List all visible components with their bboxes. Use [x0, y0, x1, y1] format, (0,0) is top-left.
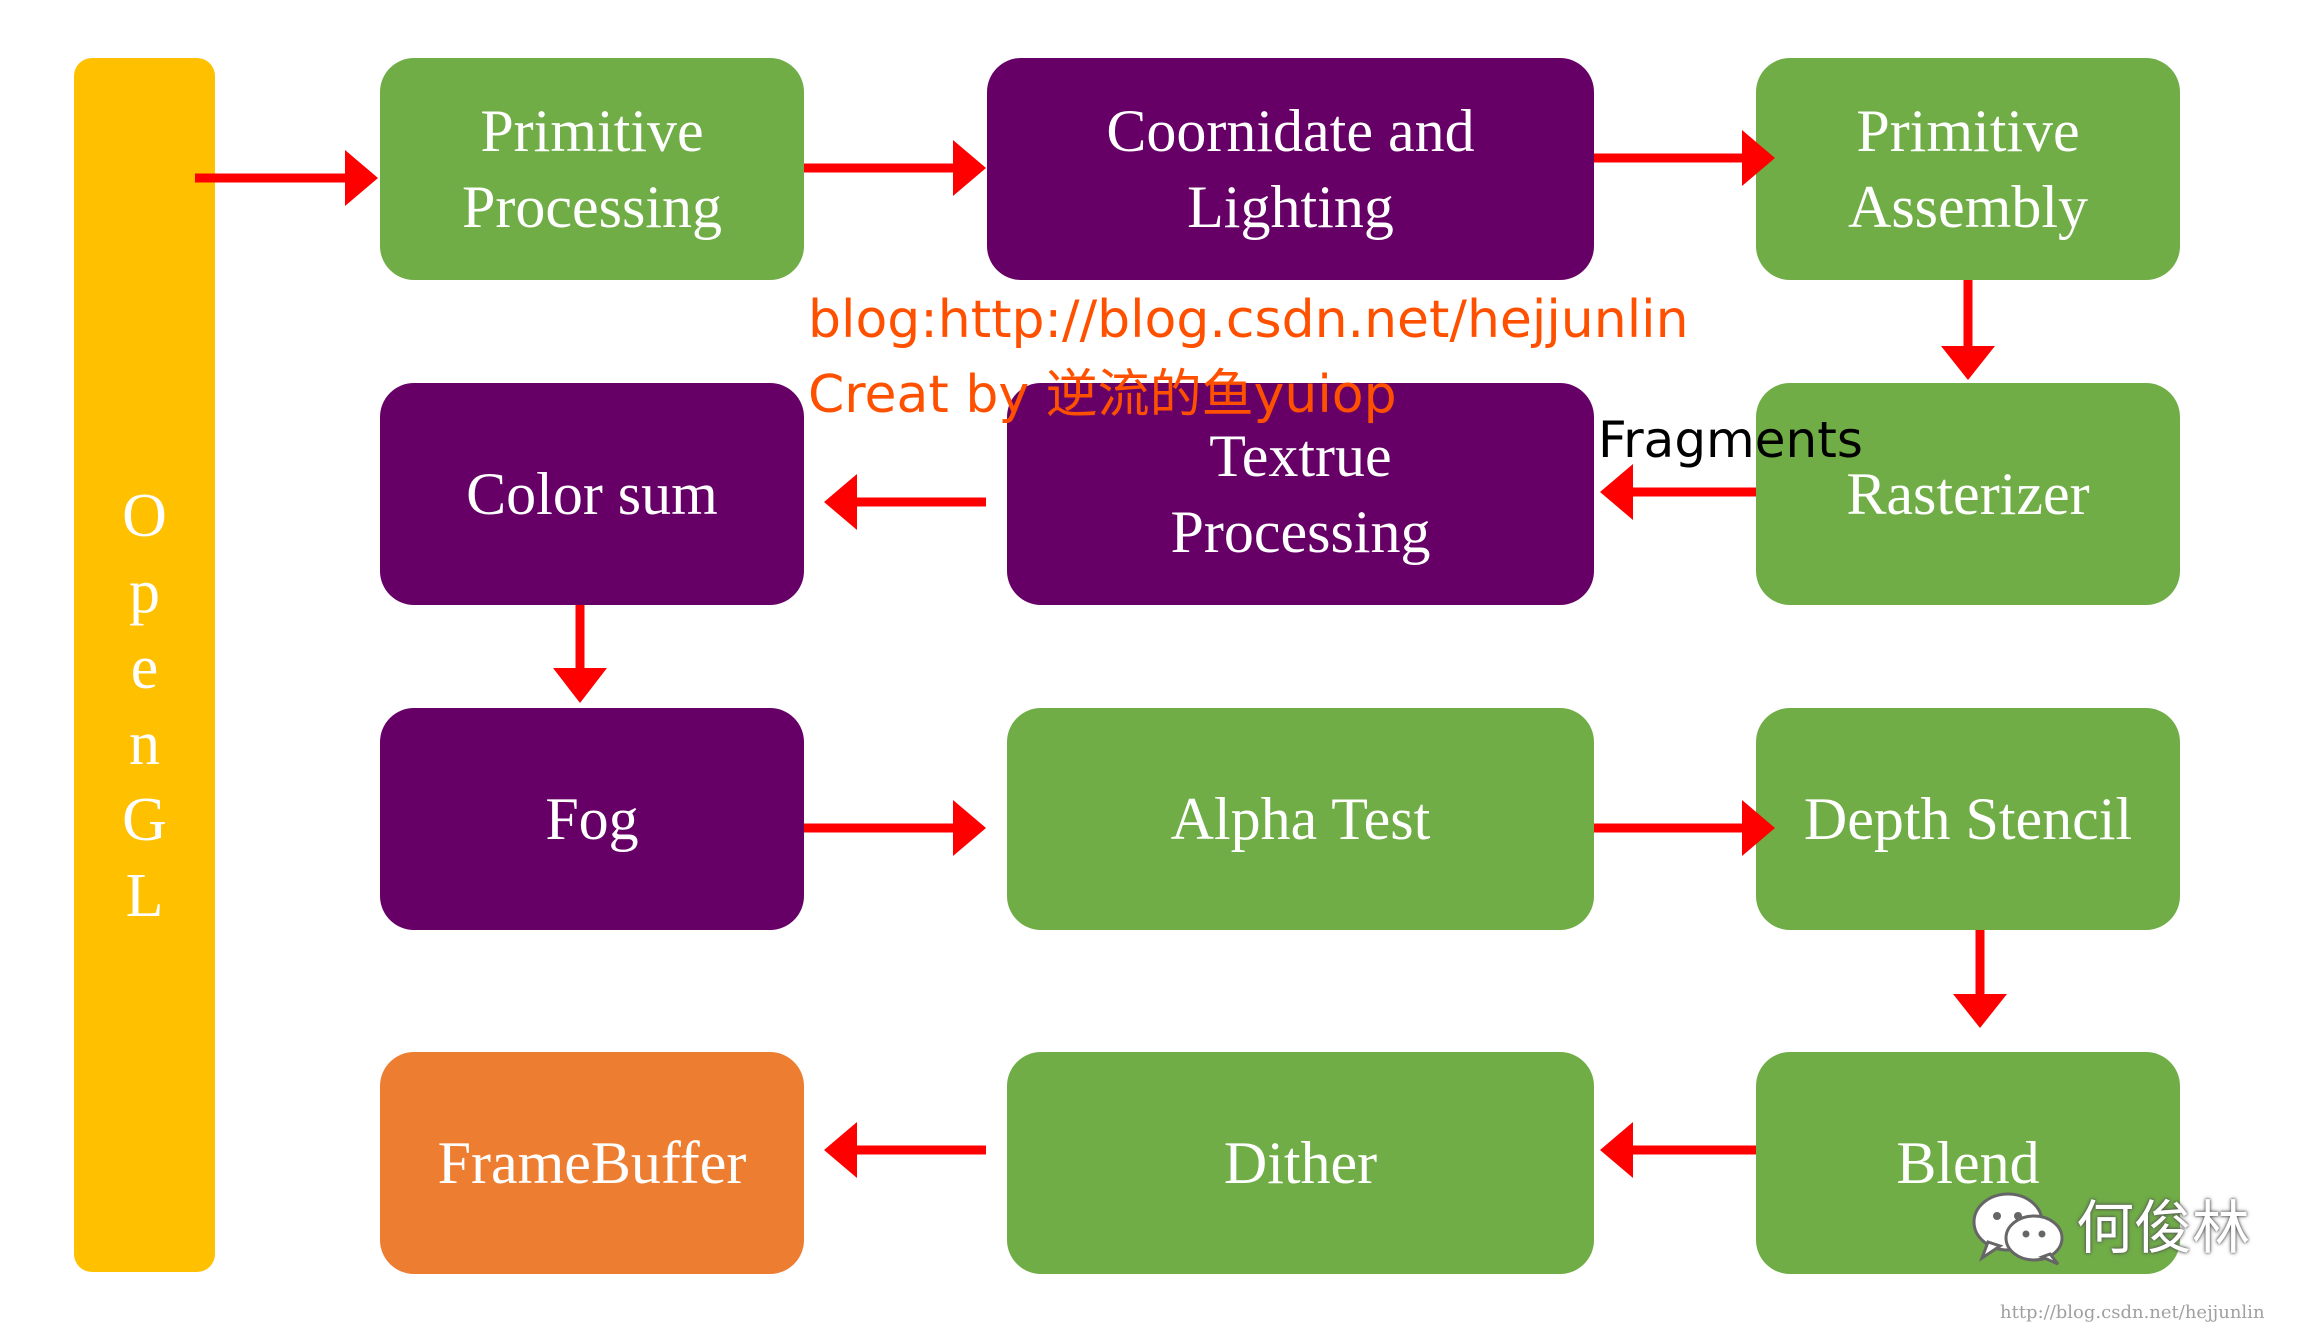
arrow-right-icon: [1594, 130, 1775, 186]
node-label-line: Assembly: [1848, 174, 2088, 240]
node-label-line: Lighting: [1187, 174, 1394, 240]
node-label-line: Primitive: [480, 98, 704, 164]
wechat-icon: [1972, 1192, 2064, 1266]
node-primitive-processing: Primitive Processing: [380, 58, 804, 280]
watermark-author: Creat by 逆流的鱼yuiop: [808, 365, 1397, 425]
node-label-line: Fog: [545, 786, 639, 852]
pillar-letter: L: [125, 862, 164, 930]
node-label-line: Rasterizer: [1846, 461, 2090, 527]
opengl-vertical-label: O p e n G L: [74, 478, 215, 934]
node-framebuffer: FrameBuffer: [380, 1052, 804, 1274]
node-primitive-assembly: Primitive Assembly: [1756, 58, 2180, 280]
node-label-line: Processing: [1170, 499, 1431, 565]
node-depth-stencil: Depth Stencil: [1756, 708, 2180, 930]
arrow-right-icon: [195, 150, 378, 206]
arrow-left-icon: [824, 1122, 986, 1178]
node-label-line: Textrue: [1209, 423, 1392, 489]
arrow-down-icon: [553, 605, 607, 703]
edge-label-fragments: Fragments: [1598, 411, 1863, 469]
node-dither: Dither: [1007, 1052, 1594, 1274]
arrow-right-icon: [1594, 800, 1775, 856]
node-label-line: FrameBuffer: [437, 1130, 747, 1196]
node-coordinate-lighting: Coornidate and Lighting: [987, 58, 1594, 280]
arrow-right-icon: [804, 800, 986, 856]
node-label-line: Depth Stencil: [1803, 786, 2133, 852]
node-alpha-test: Alpha Test: [1007, 708, 1594, 930]
arrow-left-icon: [1600, 464, 1756, 520]
footer-url: http://blog.csdn.net/hejjunlin: [2000, 1302, 2265, 1323]
node-label-line: Blend: [1896, 1130, 2040, 1196]
pillar-letter: O: [122, 482, 167, 550]
pillar-letter: G: [122, 786, 167, 854]
arrow-right-icon: [804, 140, 986, 196]
node-label-line: Processing: [462, 174, 722, 240]
opengl-pillar: O p e n G L: [74, 58, 215, 1272]
node-rasterizer: Rasterizer: [1756, 383, 2180, 605]
pillar-letter: n: [129, 710, 160, 778]
arrow-left-icon: [824, 474, 986, 530]
wechat-account-name: 何俊林: [2076, 1194, 2251, 1262]
node-color-sum: Color sum: [380, 383, 804, 605]
node-blend: Blend: [1756, 1052, 2180, 1274]
arrow-left-icon: [1600, 1122, 1756, 1178]
arrow-down-icon: [1941, 280, 1995, 380]
node-texture-processing: Textrue Processing: [1007, 383, 1594, 605]
node-label-line: Dither: [1223, 1130, 1378, 1196]
node-fog: Fog: [380, 708, 804, 930]
node-label-line: Coornidate and: [1106, 98, 1475, 164]
pillar-letter: e: [130, 634, 159, 702]
node-label-line: Color sum: [466, 461, 718, 527]
node-label-line: Primitive: [1856, 98, 2080, 164]
wechat-badge: 何俊林: [1970, 1190, 2250, 1266]
arrow-down-icon: [1953, 930, 2007, 1028]
watermark-blog-url: blog:http://blog.csdn.net/hejjunlin: [808, 290, 1689, 350]
pillar-letter: p: [129, 558, 160, 626]
node-label-line: Alpha Test: [1170, 786, 1431, 852]
